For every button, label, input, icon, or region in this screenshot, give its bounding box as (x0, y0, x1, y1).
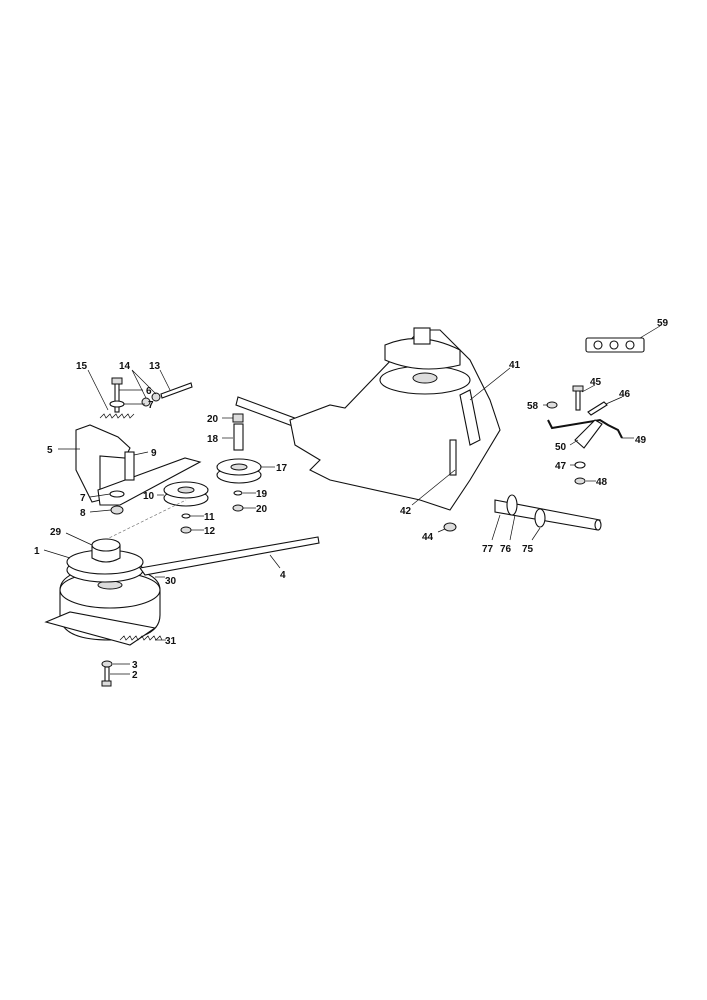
part-label: 2 (132, 670, 138, 681)
part-label: 7 (148, 400, 154, 411)
part-label: 29 (50, 527, 62, 538)
part-label: 9 (151, 448, 157, 459)
part-label: 59 (657, 318, 669, 329)
part-label: 18 (207, 434, 219, 445)
part-label: 12 (204, 526, 216, 537)
part-label: 20 (256, 504, 268, 515)
part-label: 14 (119, 361, 131, 372)
part-label: 3 (132, 660, 138, 671)
part-label: 20 (207, 414, 219, 425)
part-label: 11 (204, 512, 215, 523)
part-label: 76 (500, 544, 512, 555)
part-label: 44 (422, 532, 434, 543)
part-label: 47 (555, 461, 567, 472)
part-label: 7 (80, 493, 86, 504)
part-number-labels: 15 14 13 6 7 5 9 7 8 10 20 18 17 19 20 1… (34, 318, 669, 681)
part-label: 31 (165, 636, 177, 647)
part-label: 45 (590, 377, 602, 388)
part-label: 58 (527, 401, 539, 412)
part-label: 13 (149, 361, 161, 372)
part-label: 1 (34, 546, 40, 557)
part-label: 42 (400, 506, 412, 517)
leader-lines (43, 325, 661, 675)
part-label: 48 (596, 477, 608, 488)
part-label: 5 (47, 445, 53, 456)
clutch-assembly (44, 536, 320, 687)
part-label: 77 (482, 544, 494, 555)
part-label: 8 (80, 508, 86, 519)
transmission-unit (235, 327, 602, 532)
part-label: 75 (522, 544, 534, 555)
part-label: 10 (143, 491, 155, 502)
part-label: 19 (256, 489, 268, 500)
part-label: 30 (165, 576, 177, 587)
part-label: 50 (555, 442, 567, 453)
part-label: 4 (280, 570, 286, 581)
part-label: 6 (146, 386, 152, 397)
idler-pulleys (104, 413, 262, 541)
linkage-parts (546, 337, 645, 485)
part-label: 49 (635, 435, 647, 446)
part-label: 41 (509, 360, 521, 371)
part-label: 17 (276, 463, 288, 474)
part-label: 46 (619, 389, 631, 400)
part-label: 15 (76, 361, 88, 372)
